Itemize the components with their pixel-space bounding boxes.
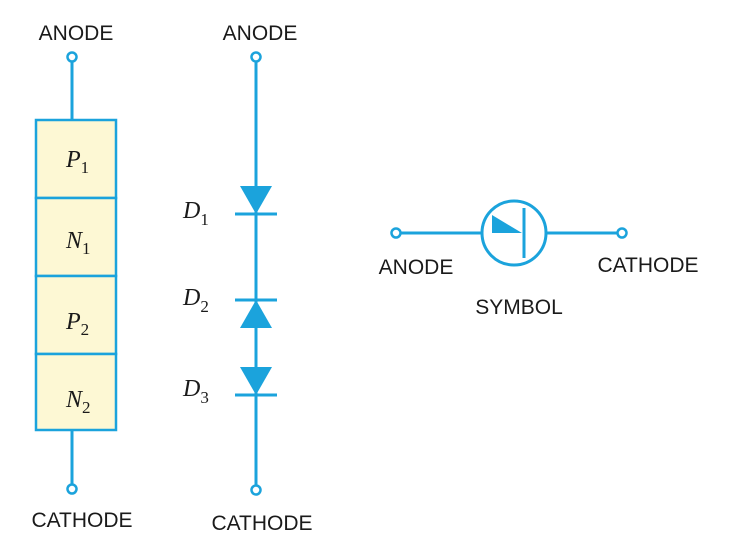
diode-d3-label: D3 (182, 376, 209, 407)
layer-diagram: ANODE P1 N1 P2 N2 CATHODE (31, 22, 132, 532)
diode-d1-label: D1 (182, 198, 209, 229)
diode-anode-terminal (250, 51, 262, 63)
layer-cathode-label: CATHODE (31, 509, 132, 532)
symbol-cathode-terminal (616, 227, 628, 239)
diode-anode-label: ANODE (223, 22, 298, 45)
layer-n2-label: N2 (65, 387, 91, 417)
symbol-caption: SYMBOL (475, 296, 563, 319)
layer-anode-label: ANODE (39, 22, 114, 45)
diode-cathode-terminal (250, 484, 262, 496)
layer-n1-label: N1 (65, 228, 91, 258)
symbol-anode-label: ANODE (379, 256, 454, 279)
symbol-anode-terminal (390, 227, 402, 239)
diode-d2-label: D2 (182, 285, 209, 316)
layer-n1-cell (34, 196, 118, 278)
symbol-diagram: ANODE CATHODE SYMBOL (379, 199, 699, 319)
diode-d2-triangle (240, 300, 272, 328)
layer-anode-terminal (66, 51, 78, 63)
diode-cathode-label: CATHODE (211, 512, 312, 535)
layer-n2-cell (34, 352, 118, 432)
layer-p2-label: P2 (65, 309, 89, 339)
layer-p1-label: P1 (65, 147, 89, 177)
symbol-half-arrow (492, 215, 522, 233)
symbol-cathode-label: CATHODE (597, 254, 698, 277)
diode-d1-triangle (240, 186, 272, 214)
layer-cathode-terminal (66, 483, 78, 495)
diode-d3-triangle (240, 367, 272, 395)
diode-diagram: ANODE D1 D2 D3 CATHODE (182, 22, 313, 535)
